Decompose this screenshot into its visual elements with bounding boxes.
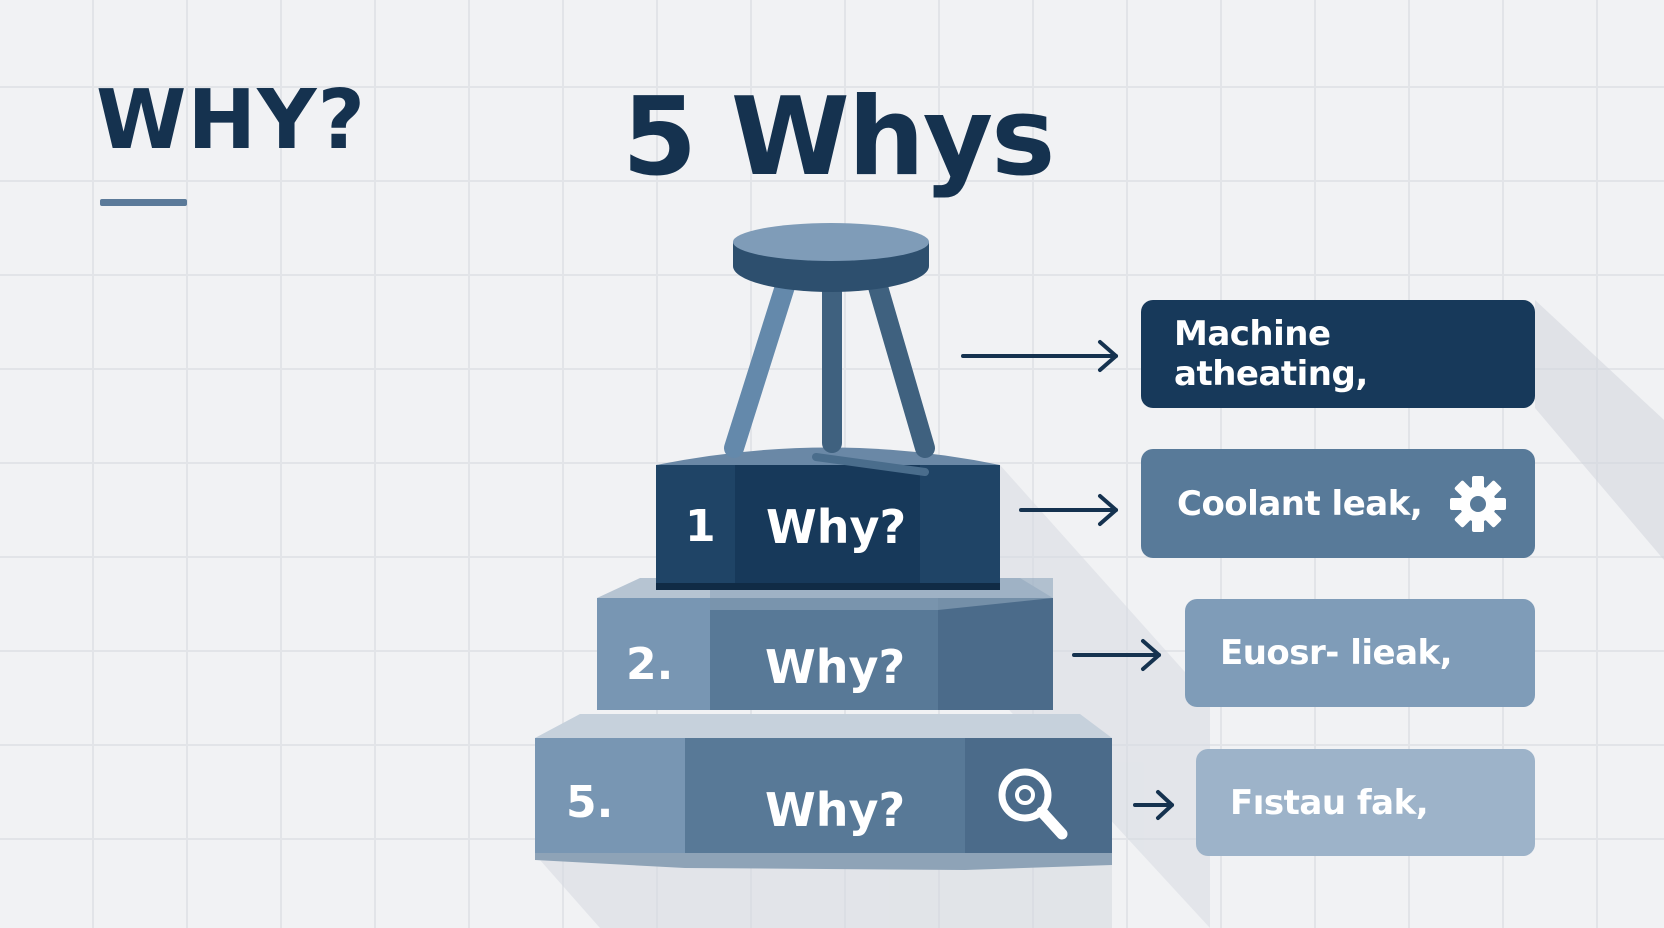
step-2-number: 2. <box>626 639 673 690</box>
tier-5 <box>535 714 1112 870</box>
arrow-right-icon <box>1133 790 1174 820</box>
title-underline <box>100 199 187 206</box>
step-1-label: Why? <box>766 500 906 554</box>
answer-box-1: Machine atheating, <box>1141 300 1535 408</box>
answer-4-text: Fıstau fak, <box>1230 782 1429 823</box>
arrow-right-icon <box>961 340 1118 372</box>
step-2-label: Why? <box>765 640 905 694</box>
step-5-label: Why? <box>765 783 905 837</box>
answer-2-text: Coolant leak, <box>1177 483 1423 524</box>
arrow-right-icon <box>1019 494 1118 526</box>
answer-1-text: Machine atheating, <box>1174 314 1368 394</box>
step-5-number: 5. <box>566 777 613 828</box>
answer-box-4: Fıstau fak, <box>1196 749 1535 856</box>
magnifier-icon <box>998 768 1068 840</box>
arrow-right-icon <box>1072 639 1161 671</box>
step-1-number: 1 <box>685 501 716 552</box>
main-title: 5 Whys <box>622 75 1055 200</box>
left-title: WHY? <box>96 73 367 168</box>
answer-3-text: Euosr- lieak, <box>1220 633 1453 673</box>
stool-icon <box>724 223 935 476</box>
answer-box-3: Euosr- lieak, <box>1185 599 1535 707</box>
tier-1 <box>656 447 1000 590</box>
gear-icon <box>1450 476 1506 532</box>
answer-box-2: Coolant leak, <box>1141 449 1535 558</box>
